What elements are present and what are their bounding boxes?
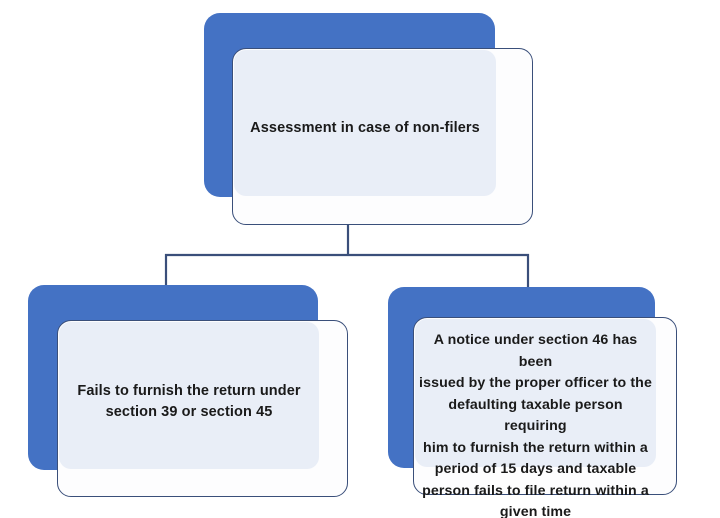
node-child-right-tint-fill	[415, 319, 656, 467]
node-child-right-label: A notice under section 46 has been issue…	[419, 332, 652, 518]
node-root[interactable]: Assessment in case of non-filers	[0, 0, 720, 240]
node-child-left-tint-fill	[59, 322, 319, 469]
node-child-left-label: Fails to furnish the return under sectio…	[77, 383, 301, 420]
node-root-label: Assessment in case of non-filers	[250, 120, 480, 136]
node-root-tint-fill	[234, 50, 496, 196]
